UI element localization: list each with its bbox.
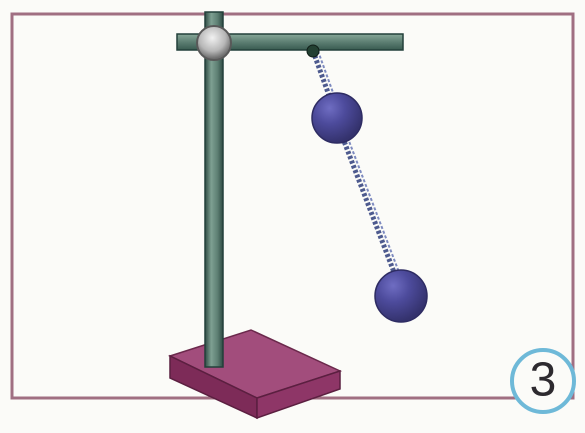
figure-number-badge: 3	[512, 350, 574, 412]
diagram-frame	[12, 14, 573, 398]
lower-string	[339, 128, 400, 288]
hanging-point-icon	[307, 45, 319, 57]
lower-pendulum-ball-icon	[375, 270, 427, 322]
clamp-icon	[197, 26, 231, 60]
lab-stand	[177, 12, 403, 367]
lower-string-highlight	[344, 128, 405, 288]
pendulum	[307, 45, 427, 322]
upper-pendulum-ball-icon	[312, 93, 362, 143]
figure-number-label: 3	[530, 354, 557, 407]
stand-base	[170, 330, 340, 418]
vertical-rod	[205, 12, 223, 367]
